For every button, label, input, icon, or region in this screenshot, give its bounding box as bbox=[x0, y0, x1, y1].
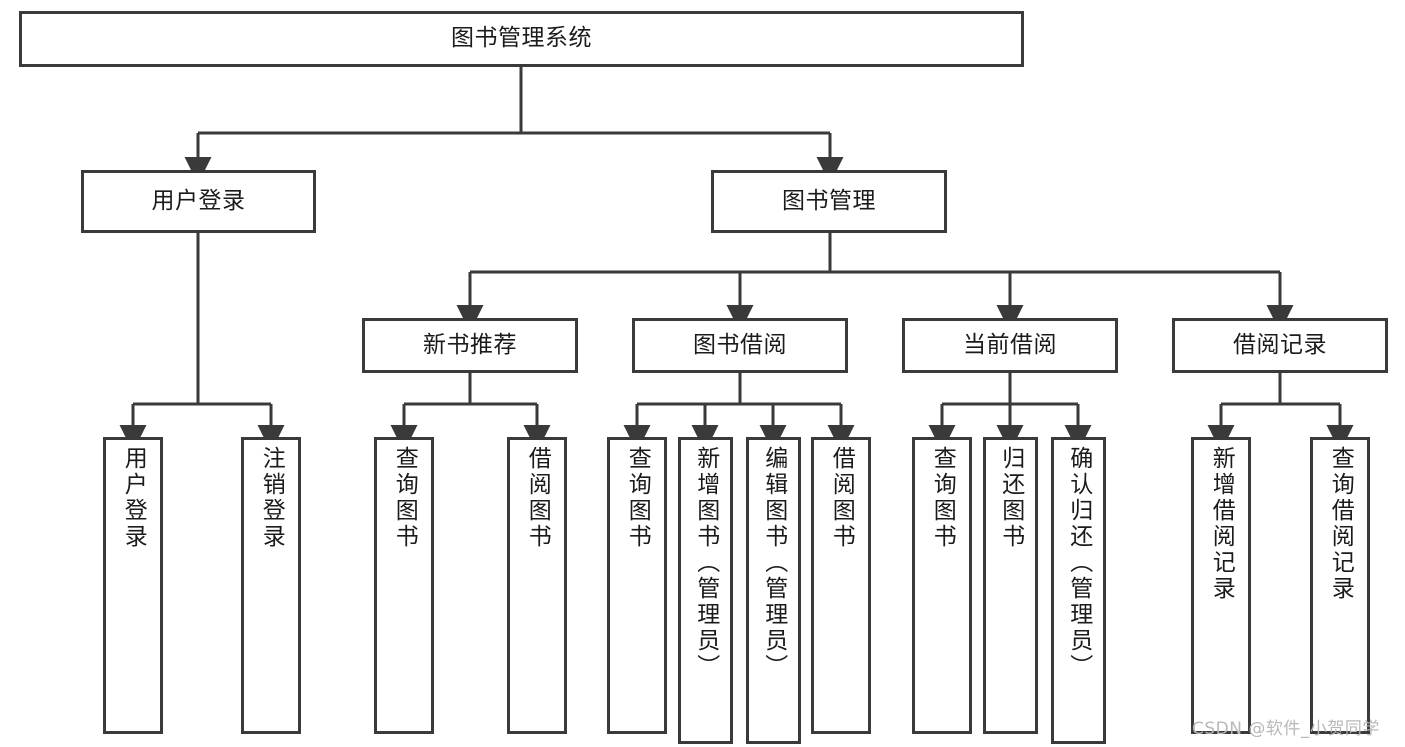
leaf-add-borrow-record[interactable]: 新增借阅记录 bbox=[1191, 437, 1251, 734]
node-new-book-recommend[interactable]: 新书推荐 bbox=[362, 318, 578, 373]
leaf-return-book[interactable]: 归还图书 bbox=[983, 437, 1038, 734]
node-label: 查询借阅记录 bbox=[1327, 446, 1354, 602]
node-label: 借阅图书 bbox=[524, 446, 551, 550]
leaf-query-borrow-record[interactable]: 查询借阅记录 bbox=[1310, 437, 1370, 734]
leaf-logout[interactable]: 注销登录 bbox=[241, 437, 301, 734]
leaf-borrow-book-recommend[interactable]: 借阅图书 bbox=[507, 437, 567, 734]
node-label: 当前借阅 bbox=[963, 331, 1057, 358]
node-label: 借阅图书 bbox=[828, 446, 855, 550]
node-label: 借阅记录 bbox=[1233, 331, 1327, 358]
leaf-edit-book-admin[interactable]: 编辑图书（管理员） bbox=[746, 437, 801, 744]
node-book-management[interactable]: 图书管理 bbox=[711, 170, 947, 233]
node-label: 图书借阅 bbox=[693, 331, 787, 358]
node-label: 注销登录 bbox=[258, 446, 285, 550]
node-label: 新书推荐 bbox=[423, 331, 517, 358]
leaf-confirm-return-admin[interactable]: 确认归还（管理员） bbox=[1051, 437, 1106, 744]
node-label: 归还图书 bbox=[997, 446, 1024, 550]
csdn-watermark: CSDN @软件_小贺同学 bbox=[1192, 719, 1380, 739]
node-label: 新增图书（管理员） bbox=[692, 446, 719, 680]
node-label: 新增借阅记录 bbox=[1208, 446, 1235, 602]
node-root-system[interactable]: 图书管理系统 bbox=[19, 11, 1024, 67]
node-label: 查询图书 bbox=[929, 446, 956, 550]
leaf-query-book-recommend[interactable]: 查询图书 bbox=[374, 437, 434, 734]
node-label: 图书管理 bbox=[782, 187, 876, 214]
node-label: 查询图书 bbox=[391, 446, 418, 550]
node-user-login[interactable]: 用户登录 bbox=[81, 170, 316, 233]
node-label: 查询图书 bbox=[624, 446, 651, 550]
node-current-borrow[interactable]: 当前借阅 bbox=[902, 318, 1118, 373]
leaf-query-book-borrow[interactable]: 查询图书 bbox=[607, 437, 667, 734]
node-book-borrow[interactable]: 图书借阅 bbox=[632, 318, 848, 373]
node-label: 用户登录 bbox=[151, 187, 246, 214]
leaf-add-book-admin[interactable]: 新增图书（管理员） bbox=[678, 437, 733, 744]
node-label: 编辑图书（管理员） bbox=[760, 446, 787, 680]
node-label: 确认归还（管理员） bbox=[1065, 446, 1092, 680]
node-label: 图书管理系统 bbox=[451, 25, 592, 52]
leaf-user-login[interactable]: 用户登录 bbox=[103, 437, 163, 734]
leaf-query-book-current[interactable]: 查询图书 bbox=[912, 437, 972, 734]
leaf-borrow-book[interactable]: 借阅图书 bbox=[811, 437, 871, 734]
node-borrow-record[interactable]: 借阅记录 bbox=[1172, 318, 1388, 373]
node-label: 用户登录 bbox=[120, 446, 147, 550]
